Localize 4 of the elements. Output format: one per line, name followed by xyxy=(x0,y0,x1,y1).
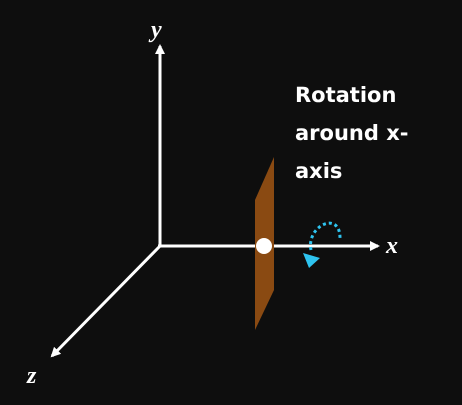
axis-label: x xyxy=(386,234,398,258)
axis-label: z xyxy=(27,364,36,388)
axis-label: y xyxy=(151,18,162,42)
rotation-note: Rotation around x-axis xyxy=(295,82,410,185)
